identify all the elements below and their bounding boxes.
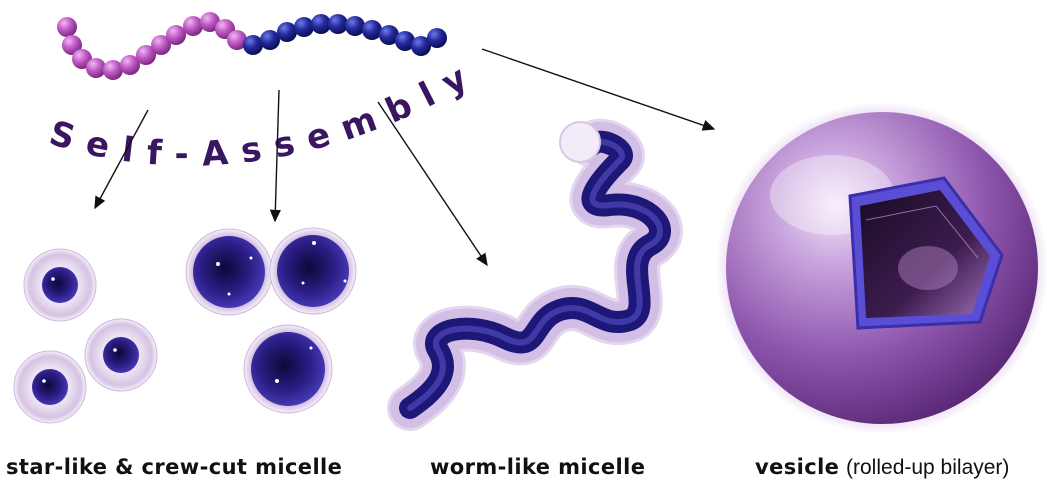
hydrophilic-block	[57, 12, 247, 80]
arrow-to-vesicle	[482, 49, 714, 129]
vesicle	[716, 102, 1047, 434]
star-micelle	[24, 249, 96, 321]
crew-cut-micelle	[270, 228, 356, 314]
arrow-to-worm-micelle	[378, 102, 487, 265]
crew-cut-micelle	[244, 325, 332, 413]
caption-vesicle-text: vesicle	[755, 455, 839, 479]
star-like-micelles	[14, 249, 157, 423]
worm-like-micelle	[410, 122, 660, 408]
crew-cut-micelle	[186, 229, 272, 315]
caption-worm-like: worm-like micelle	[430, 455, 645, 479]
caption-vesicle-note: (rolled-up bilayer)	[846, 456, 1009, 479]
caption-vesicle: vesicle (rolled-up bilayer)	[755, 455, 1009, 480]
diblock-copolymer-chain-icon	[57, 12, 447, 80]
caption-star-like-crew-cut: star-like & crew-cut micelle	[6, 455, 342, 479]
caption-worm-text: worm-like micelle	[430, 455, 645, 479]
hydrophobic-block	[243, 14, 447, 56]
caption-star-text: star-like & crew-cut micelle	[6, 455, 342, 479]
star-micelle	[14, 351, 86, 423]
star-micelle	[85, 319, 157, 391]
crew-cut-micelles	[186, 228, 356, 413]
